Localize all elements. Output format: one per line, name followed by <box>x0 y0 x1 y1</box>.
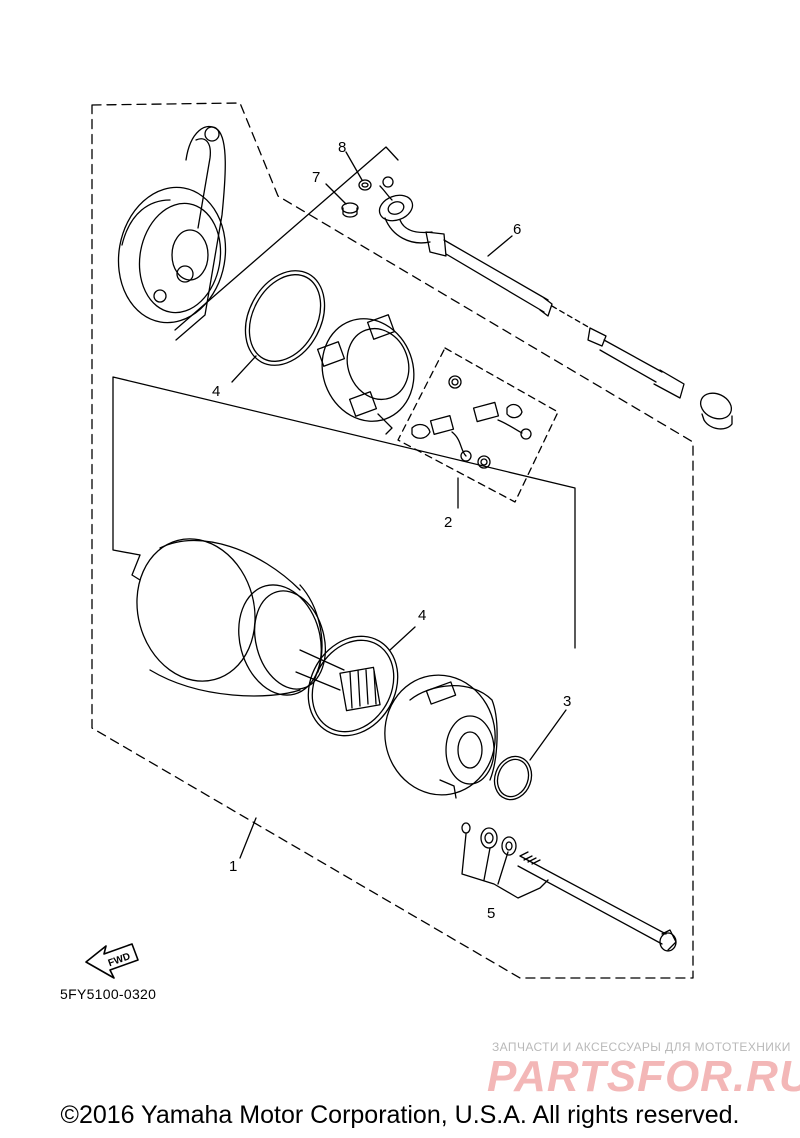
leader-8 <box>345 151 363 181</box>
fwd-arrow-icon <box>85 943 139 979</box>
watermark-logo: PARTSFOR.RU <box>487 1052 800 1101</box>
leader-3 <box>529 709 567 761</box>
copyright-notice: ©2016 Yamaha Motor Corporation, U.S.A. A… <box>60 1101 740 1129</box>
callout-5: 5 <box>487 905 495 922</box>
brush-holder-plate <box>316 314 415 435</box>
brush-set-boundary-dashed <box>397 347 559 503</box>
o-ring-small <box>493 755 533 801</box>
callout-4-lower: 4 <box>418 607 426 624</box>
washer-set <box>461 822 517 856</box>
callout-2: 2 <box>444 514 452 531</box>
inner-frame-outline <box>112 376 576 649</box>
leader-4-upper <box>231 355 257 383</box>
callout-4-upper: 4 <box>212 383 220 400</box>
starter-yoke-housing <box>131 538 381 712</box>
callout-3: 3 <box>563 693 571 710</box>
callout-8: 8 <box>338 139 346 156</box>
terminal-washer <box>358 179 372 191</box>
assembly-boundary-dashed <box>91 102 694 979</box>
callout-1: 1 <box>229 858 237 875</box>
front-end-cover <box>384 674 498 799</box>
diagram-code: 5FY5100-0320 <box>60 986 157 1002</box>
o-ring-lower <box>307 635 399 737</box>
leader-6 <box>487 235 513 257</box>
leader-4-lower <box>389 626 416 651</box>
bracket-leader-line <box>174 146 399 331</box>
callout-6: 6 <box>513 221 521 238</box>
o-ring-upper <box>244 270 326 366</box>
leader-1 <box>239 817 257 859</box>
rear-end-cover <box>117 125 227 341</box>
leader-7 <box>325 183 347 205</box>
brush-parts <box>411 375 532 469</box>
callout-7: 7 <box>312 169 320 186</box>
leader-5-bracket <box>461 833 549 899</box>
watermark-tagline: ЗАПЧАСТИ И АКСЕССУАРЫ ДЛЯ МОТОТЕХНИКИ <box>492 1040 791 1054</box>
lead-wire-cable <box>378 176 733 430</box>
terminal-bolt <box>341 202 359 218</box>
through-bolt <box>517 851 677 952</box>
